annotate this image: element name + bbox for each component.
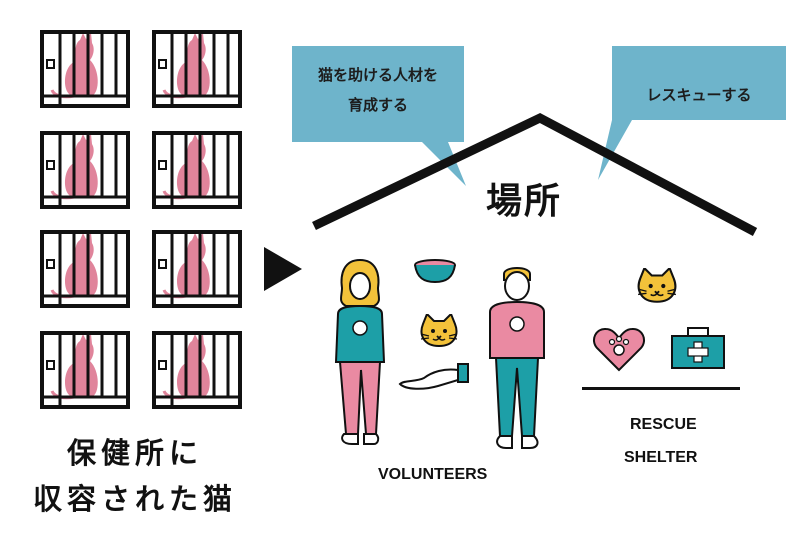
volunteers-label: VOLUNTEERS [378,466,488,483]
first-aid-kit-icon [671,327,725,369]
caged-cat-icon [40,331,130,409]
speech-bubble-right [598,46,786,180]
bubble-left-line-1: 猫を助ける人材を [317,66,438,84]
caged-cat-icon [152,131,242,209]
cat-face-icon [637,268,677,303]
open-hand-icon [398,363,469,390]
caption-line-1: 保健所に [66,436,203,470]
food-bowl-icon [414,259,456,284]
shelter-label: SHELTER [624,449,698,466]
arrow-right-icon [264,247,302,291]
caged-cat-icon [152,331,242,409]
caption-line-2: 収容された猫 [32,482,237,516]
roof-and-bubbles [292,46,786,236]
female-volunteer-icon [334,258,386,445]
bubble-right-line-1: レスキューする [646,86,752,104]
caged-cat-icon [40,131,130,209]
caged-cat-icon [152,230,242,308]
place-label: 場所 [486,181,563,222]
cat-face-icon [420,314,458,347]
caged-cat-icon [40,30,130,108]
speech-bubble-left [292,46,466,186]
house-roof [312,112,758,236]
caged-cat-icon [152,30,242,108]
shelter-divider [582,387,740,390]
bubble-left-line-2: 育成する [347,96,408,114]
heart-paw-icon [593,327,645,372]
rescue-label: RESCUE [630,416,697,433]
caged-cat-icon [40,230,130,308]
bubble-left-text: 猫を助ける人材を 育成する [292,60,464,120]
male-volunteer-icon [489,267,545,449]
